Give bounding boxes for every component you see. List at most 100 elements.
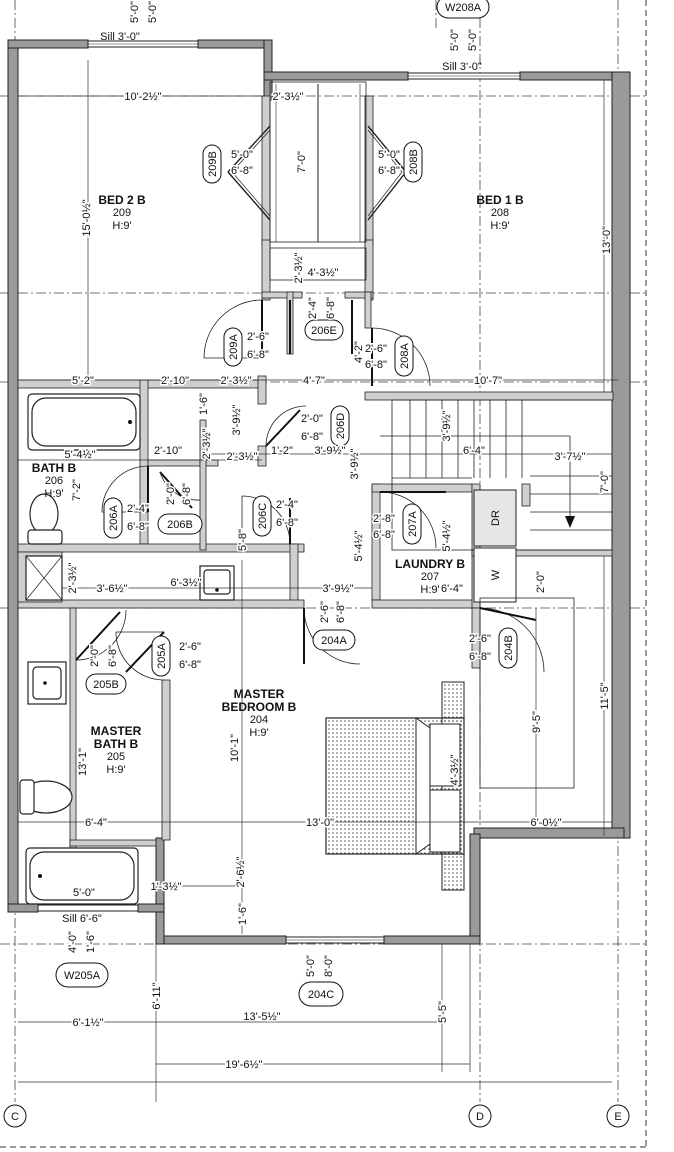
dim: 13'-0" (601, 226, 613, 254)
dim: 2'-6" (365, 343, 387, 355)
svg-text:C: C (11, 1111, 19, 1123)
dim: 5'-0" (129, 1, 141, 23)
window-bath (37, 904, 139, 912)
dim: 6'-8" (127, 521, 149, 533)
dim: 5'-0" (449, 29, 461, 51)
door-tag-207a: 207A (402, 503, 422, 545)
dim: 5'-5" (437, 1001, 449, 1023)
dim: 5'-0" (73, 887, 95, 899)
svg-text:204C: 204C (308, 989, 334, 1001)
svg-text:204A: 204A (321, 635, 347, 647)
dim: 1'-6" (237, 903, 249, 925)
dim: 6'-8" (373, 529, 395, 541)
dim: 8'-0" (323, 955, 335, 977)
svg-text:205B: 205B (93, 679, 119, 691)
svg-text:BATH B: BATH B (94, 737, 139, 751)
dim: 2'-3½" (226, 451, 257, 463)
dim: 2'-3½" (293, 252, 305, 283)
toilet-bath-b (27, 493, 63, 545)
room-label-bed1: BED 1 B 208 H:9' (476, 193, 524, 232)
svg-text:BED 1 B: BED 1 B (476, 193, 524, 207)
dim: 6'-4" (85, 817, 107, 829)
dim: 5'-4½" (441, 520, 453, 551)
window-bed1 (407, 72, 521, 80)
dim: 2'-3½" (201, 428, 213, 459)
dim: 7'-0" (296, 151, 308, 173)
svg-text:W205A: W205A (64, 970, 101, 982)
door-swings (75, 299, 545, 681)
dim: 3'-9½" (322, 583, 353, 595)
door-tag-208b: 208B (403, 141, 423, 183)
dim: 2'-4" (276, 499, 298, 511)
dim: 2'-6½" (235, 856, 247, 887)
svg-text:D: D (476, 1111, 484, 1123)
dim: 3'-9½" (231, 404, 243, 435)
dim: 6'-8" (276, 517, 298, 529)
svg-text:MASTER: MASTER (234, 687, 285, 701)
dim: 3'-6½" (96, 583, 127, 595)
dim: 5'-0" (231, 149, 253, 161)
svg-text:W: W (490, 569, 502, 580)
svg-text:MASTER: MASTER (91, 724, 142, 738)
room-label-bed2: BED 2 B 209 H:9' (98, 193, 146, 232)
dim: 3'-9½" (314, 445, 345, 457)
dim: 10'-1" (229, 734, 241, 762)
door-tag-204c: 204C (298, 981, 344, 1007)
dim: 9'-5" (531, 711, 543, 733)
dim: 1'-3½" (150, 881, 181, 893)
dim: 7'-0" (599, 471, 611, 493)
washer: W (473, 547, 517, 603)
dim: 6'-8" (335, 601, 347, 623)
door-tag-206d: 206D (330, 405, 350, 447)
dim: 2'-3½" (220, 375, 251, 387)
dim: 2'-6" (319, 601, 331, 623)
dim: 2'-0" (301, 413, 323, 425)
svg-text:209A: 209A (228, 333, 240, 359)
svg-text:H:9': H:9' (44, 488, 63, 500)
door-tag-206b: 206B (157, 513, 203, 535)
dim: 4'-7" (303, 375, 325, 387)
svg-text:209: 209 (113, 207, 131, 219)
svg-text:BATH B: BATH B (32, 461, 77, 475)
door-tag-208a: 208A (394, 335, 414, 377)
sill-label-bath: Sill 6'-6" (62, 913, 102, 925)
door-tag-206e: 206E (304, 319, 344, 341)
door-tag-204a: 204A (312, 629, 356, 651)
dim: 13'-5½" (243, 1011, 280, 1023)
door-tag-205b: 205B (85, 673, 127, 695)
svg-text:208: 208 (491, 207, 509, 219)
svg-text:W208A: W208A (445, 2, 482, 14)
window-master (285, 936, 385, 944)
dim: 3'-9½" (441, 410, 453, 441)
dim: 1'-6" (85, 931, 97, 953)
dim: 6'-8" (365, 359, 387, 371)
closet-bed2 (227, 125, 271, 221)
closet-bed1 (367, 125, 407, 221)
dim: 4'-3½" (449, 754, 461, 785)
shower (25, 555, 63, 601)
dim: 5'-4½" (64, 449, 95, 461)
toilet-master-bath (19, 779, 73, 815)
vanity-master-bath (27, 661, 67, 705)
sill-label-bed2: Sill 3'-0" (100, 31, 140, 43)
svg-text:206D: 206D (335, 413, 347, 439)
grid-bubble-e: E (606, 1104, 630, 1128)
window-tag-w205a: W205A (55, 962, 109, 988)
dryer: DR (473, 489, 517, 547)
dim: 6'-8" (231, 165, 253, 177)
dim: 2'-4" (307, 297, 319, 319)
dim: 2'-10" (161, 375, 189, 387)
svg-text:BEDROOM B: BEDROOM B (222, 700, 297, 714)
dim: 5'-2" (72, 375, 94, 387)
window-bed2 (87, 40, 199, 48)
dimension-labels: 5'-0" 5'-0" 5'-0" 5'-0" 10'-2½" 2'-3½" 5… (63, 0, 615, 1073)
dim: 5'-0" (305, 955, 317, 977)
bathtub-master-bath (25, 847, 139, 905)
dim: 6'-8" (181, 483, 193, 505)
dim: 10'-2½" (124, 91, 161, 103)
svg-text:206B: 206B (167, 519, 193, 531)
svg-text:206E: 206E (311, 325, 337, 337)
svg-text:207A: 207A (407, 510, 419, 536)
dim: 13'-1" (77, 748, 89, 776)
svg-text:H:9': H:9' (106, 764, 125, 776)
